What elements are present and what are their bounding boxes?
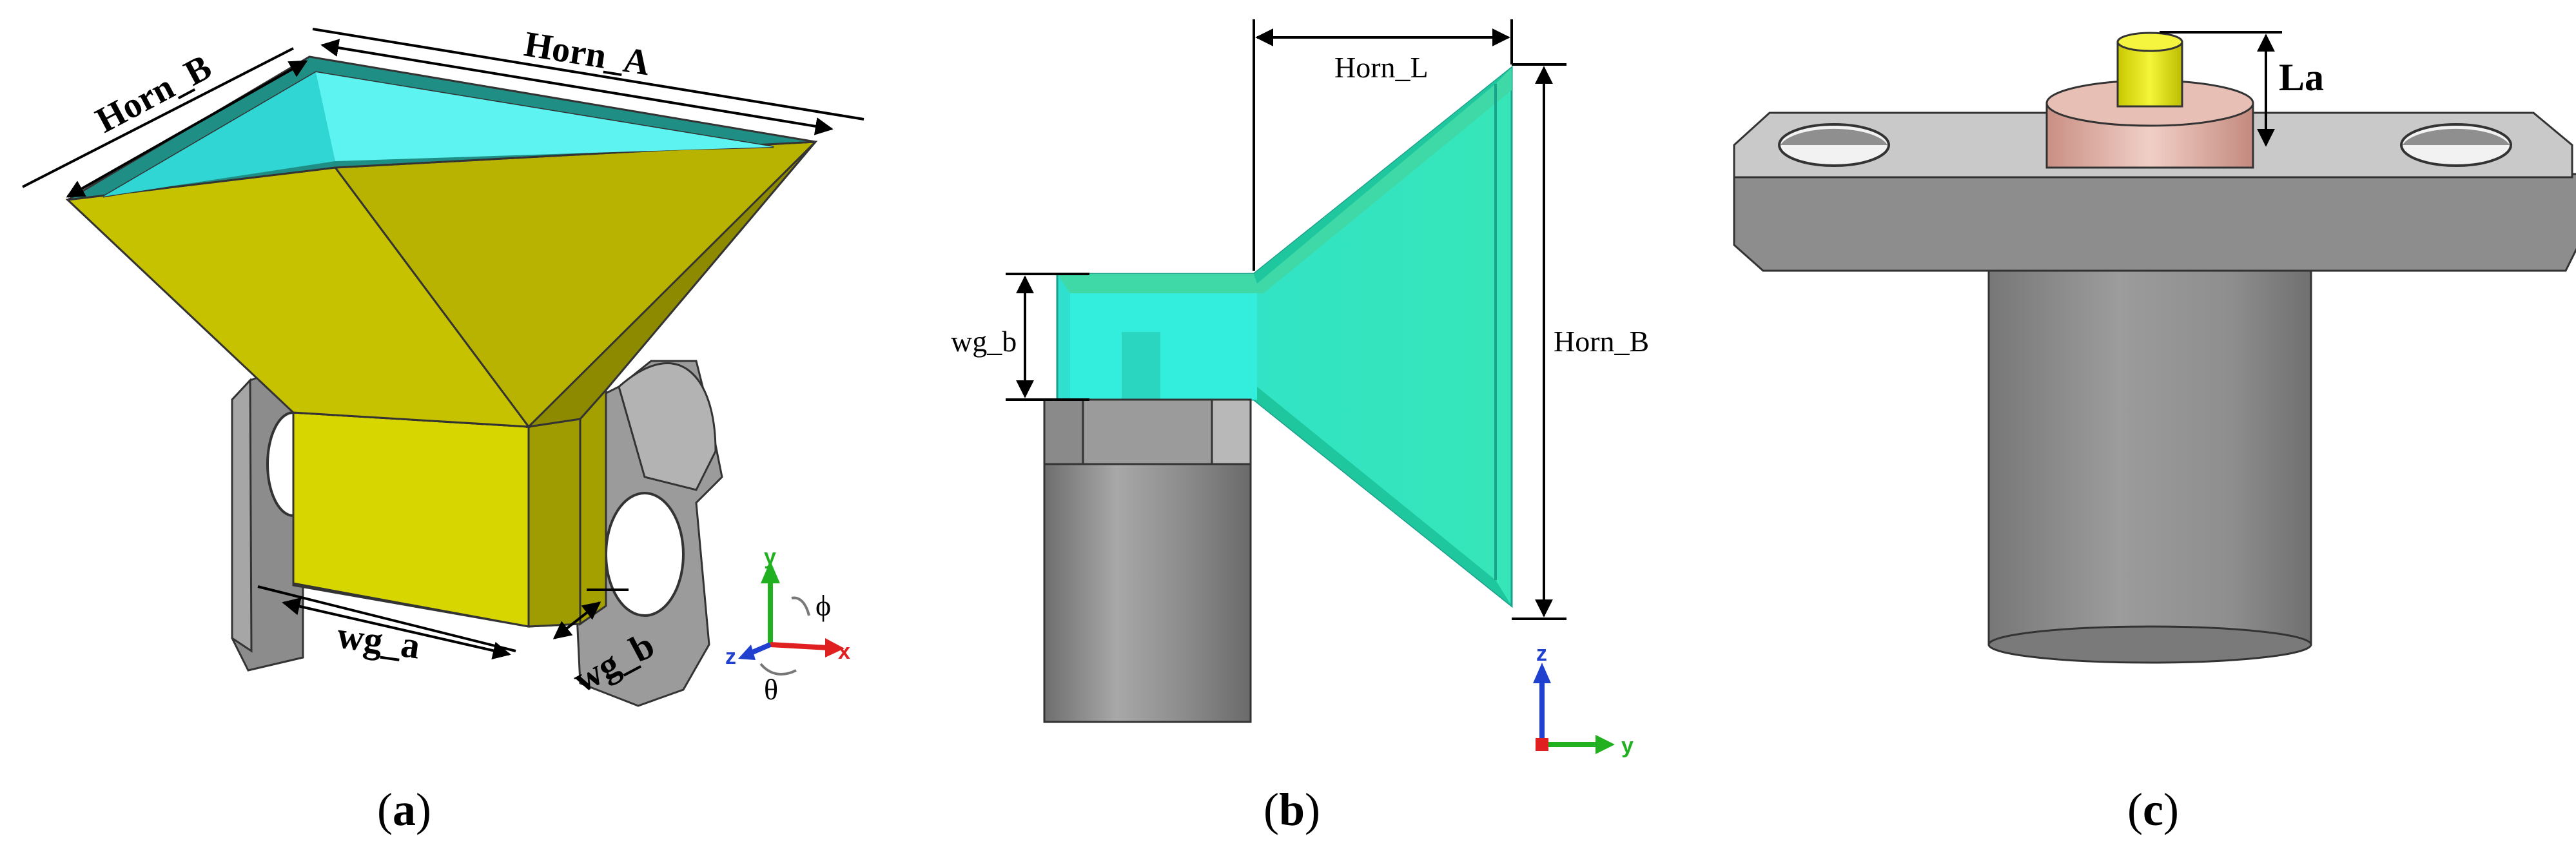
panel-a: Horn_B Horn_A wg_a wg_b y x z [22,24,864,835]
waveguide-a [292,387,607,628]
caption-c: (c) [2127,784,2179,835]
axis-x-label: x [838,639,850,664]
axis-y-label: y [764,545,776,569]
flange-front-c [1733,173,2576,272]
caption-a: (a) [377,784,431,835]
dim-la: La [2160,31,2324,147]
phi-label: ϕ [815,589,831,622]
label-wg-a: wg_a [335,614,423,666]
dim-horn-l: Horn_L [1253,19,1513,271]
panel-b: Horn_L wg_b Horn_B z y (b) [951,19,1649,835]
panel-c: La (c) [1733,31,2576,835]
phi-arc [791,596,810,616]
axis-z-label: z [725,645,736,669]
connector-body-b [1043,463,1252,723]
axis-z-label-b: z [1536,641,1547,666]
caption-b: (b) [1264,784,1320,835]
label-la: La [2279,56,2324,99]
horn-a [65,55,818,429]
dim-horn-b-side: Horn_B [1512,63,1649,620]
flange-hole-right [605,492,685,617]
axis-triad-b: z y [1533,641,1634,758]
waveguide-inner-b [1070,293,1257,400]
axis-y-label-b: y [1621,734,1634,758]
label-horn-b-side: Horn_B [1554,325,1649,358]
probe-pin [2116,41,2183,108]
connector-body-c [1987,257,2312,646]
axis-triad-a: y x z ϕ θ [725,545,850,706]
theta-arc [759,663,797,676]
dim-wg-b-side: wg_b [951,273,1089,401]
theta-label: θ [764,673,778,706]
label-horn-l: Horn_L [1334,51,1429,84]
label-wg-b-side: wg_b [951,325,1017,358]
